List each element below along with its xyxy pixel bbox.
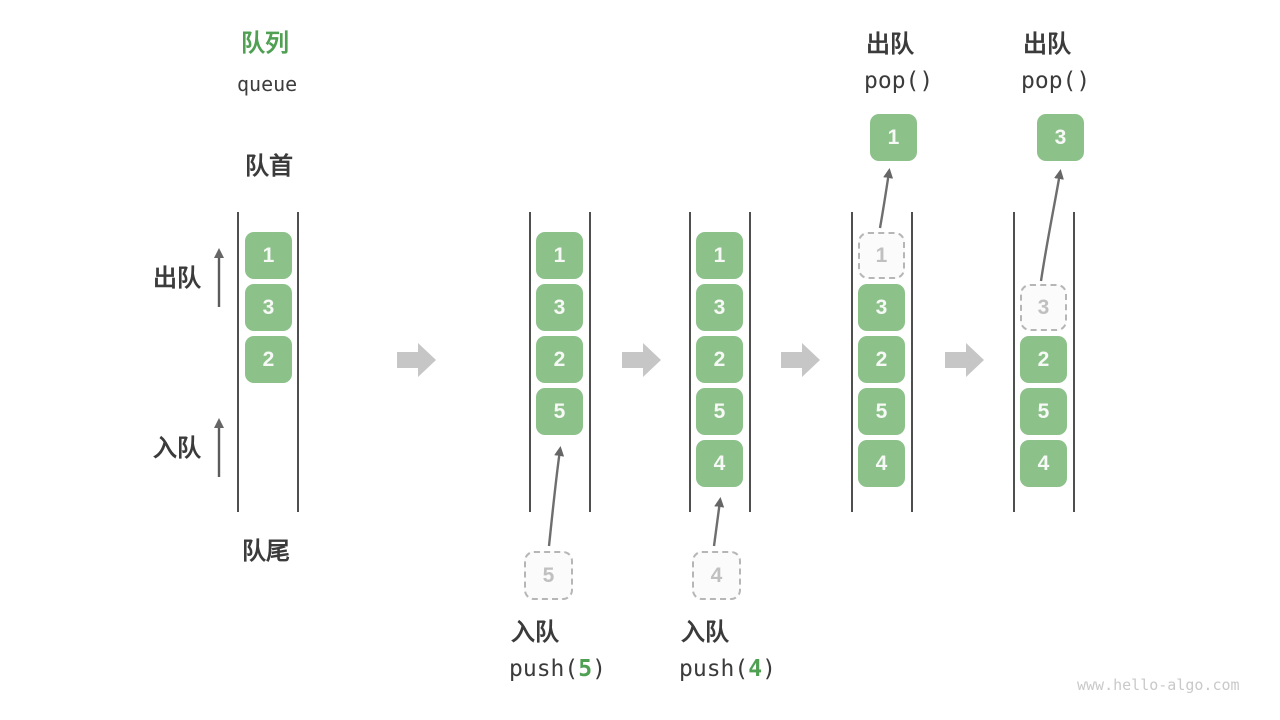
op-enqueue-label: 入队 bbox=[681, 619, 729, 646]
diagram-title-zh: 队列 bbox=[241, 30, 289, 57]
op-enqueue-code: push(5) bbox=[509, 656, 606, 682]
popped-item: 3 bbox=[1037, 114, 1084, 161]
label-dequeue-side: 出队 bbox=[153, 265, 201, 292]
code-arg: 4 bbox=[748, 656, 763, 682]
queue-item: 3 bbox=[536, 284, 583, 331]
queue-item: 5 bbox=[1020, 388, 1067, 435]
label-queue-rear: 队尾 bbox=[242, 538, 290, 565]
code-close: ) bbox=[592, 656, 606, 682]
op-dequeue-code: pop() bbox=[1021, 68, 1091, 94]
queue-item: 2 bbox=[858, 336, 905, 383]
queue-item: 5 bbox=[696, 388, 743, 435]
queue-wall bbox=[297, 212, 299, 512]
incoming-item-ghost: 4 bbox=[692, 551, 741, 600]
label-queue-front: 队首 bbox=[245, 153, 293, 180]
queue-item: 2 bbox=[536, 336, 583, 383]
code-fn: push( bbox=[509, 656, 579, 682]
op-enqueue-code: push(4) bbox=[679, 656, 776, 682]
op-dequeue-label: 出队 bbox=[866, 31, 914, 58]
queue-wall bbox=[749, 212, 751, 512]
queue-item: 5 bbox=[536, 388, 583, 435]
flow-arrow-icon bbox=[397, 343, 436, 377]
queue-wall bbox=[851, 212, 853, 512]
removed-item-ghost: 1 bbox=[858, 232, 905, 279]
queue-wall bbox=[689, 212, 691, 512]
flow-arrow-icon bbox=[945, 343, 984, 377]
queue-item: 3 bbox=[245, 284, 292, 331]
incoming-item-ghost: 5 bbox=[524, 551, 573, 600]
queue-item: 2 bbox=[1020, 336, 1067, 383]
diagram-title-en: queue bbox=[237, 72, 298, 96]
queue-wall bbox=[1013, 212, 1015, 512]
op-enqueue-label: 入队 bbox=[511, 619, 559, 646]
queue-item: 3 bbox=[858, 284, 905, 331]
queue-item: 4 bbox=[1020, 440, 1067, 487]
pop3-arrow-icon bbox=[1039, 169, 1064, 282]
push4-arrow-icon bbox=[712, 497, 725, 547]
queue-item: 2 bbox=[245, 336, 292, 383]
op-dequeue-label: 出队 bbox=[1023, 31, 1071, 58]
queue-wall bbox=[911, 212, 913, 512]
queue-item: 1 bbox=[536, 232, 583, 279]
queue-wall bbox=[589, 212, 591, 512]
flow-arrow-icon bbox=[622, 343, 661, 377]
code-arg: 5 bbox=[578, 656, 593, 682]
code-close: ) bbox=[762, 656, 776, 682]
queue-wall bbox=[237, 212, 239, 512]
watermark: www.hello-algo.com bbox=[1077, 676, 1240, 694]
queue-item: 4 bbox=[696, 440, 743, 487]
queue-item: 1 bbox=[245, 232, 292, 279]
code-fn: push( bbox=[679, 656, 749, 682]
op-dequeue-code: pop() bbox=[864, 68, 934, 94]
queue-item: 5 bbox=[858, 388, 905, 435]
queue-wall bbox=[529, 212, 531, 512]
push5-arrow-icon bbox=[547, 446, 565, 547]
queue-item: 2 bbox=[696, 336, 743, 383]
flow-arrow-icon bbox=[781, 343, 820, 377]
queue-wall bbox=[1073, 212, 1075, 512]
pop1-arrow-icon bbox=[878, 168, 894, 229]
queue-item: 3 bbox=[696, 284, 743, 331]
label-enqueue-side: 入队 bbox=[153, 435, 201, 462]
removed-item-ghost: 3 bbox=[1020, 284, 1067, 331]
queue-item: 4 bbox=[858, 440, 905, 487]
queue-item: 1 bbox=[696, 232, 743, 279]
popped-item: 1 bbox=[870, 114, 917, 161]
